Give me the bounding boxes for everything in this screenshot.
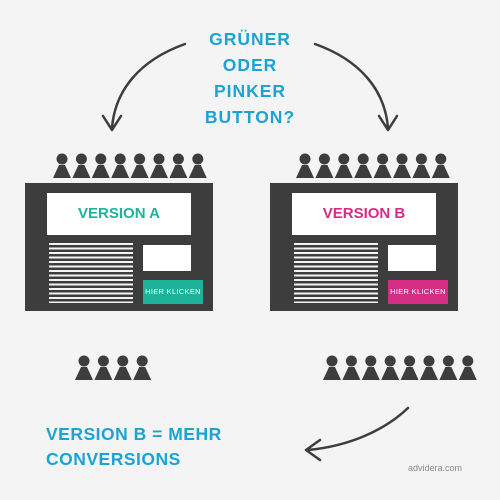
person-icon [373, 153, 392, 178]
question-heading: GRÜNER ODER PINKER BUTTON? [150, 26, 350, 130]
person-icon [420, 355, 438, 380]
version-a-label: VERSION A [47, 193, 191, 235]
question-line: BUTTON? [204, 107, 296, 127]
arrow-bottom-head [304, 438, 322, 462]
person-icon [130, 153, 149, 178]
person-icon [342, 355, 361, 380]
person-icon [439, 355, 458, 380]
person-icon [381, 355, 400, 380]
version-a-screen: VERSION A HIER KLICKEN [25, 183, 213, 311]
person-icon [113, 355, 132, 380]
person-icon [111, 153, 130, 178]
conclusion-line: CONVERSIONS [46, 449, 181, 469]
person-icon [354, 153, 373, 178]
person-icon [334, 153, 353, 178]
person-icon [296, 153, 314, 178]
person-icon [412, 153, 431, 178]
arrow-left-head [101, 114, 123, 132]
question-line: ODER [222, 55, 278, 75]
person-icon [400, 355, 419, 380]
conclusion-line: VERSION B = MEHR [46, 424, 222, 444]
version-a-cta-button[interactable]: HIER KLICKEN [143, 280, 203, 304]
person-icon [91, 153, 110, 178]
person-icon [458, 355, 477, 380]
image-placeholder [143, 245, 191, 271]
person-icon [188, 153, 207, 178]
image-placeholder [388, 245, 436, 271]
arrow-bottom-curve [306, 406, 410, 452]
question-line: GRÜNER [209, 29, 291, 49]
person-icon [150, 153, 168, 178]
person-icon [393, 153, 411, 178]
text-lines [294, 243, 378, 303]
arrow-right-head [377, 114, 399, 132]
person-icon [72, 153, 91, 178]
arrow-left-curve [110, 42, 187, 130]
person-icon [315, 153, 334, 178]
version-b-cta-button[interactable]: HIER KLICKEN [388, 280, 448, 304]
conclusion-text: VERSION B = MEHR CONVERSIONS [46, 422, 222, 472]
version-b-screen: VERSION B HIER KLICKEN [270, 183, 458, 311]
person-icon [133, 355, 152, 380]
version-b-label: VERSION B [292, 193, 436, 235]
person-icon [94, 355, 113, 380]
person-icon [169, 153, 188, 178]
person-icon [75, 355, 93, 380]
arrow-right-curve [313, 42, 390, 130]
question-line: PINKER [213, 81, 287, 101]
person-icon [361, 355, 380, 380]
person-icon [323, 355, 341, 380]
person-icon [431, 153, 450, 178]
text-lines [49, 243, 133, 303]
person-icon [53, 153, 71, 178]
credit-text: advidera.com [407, 463, 462, 473]
